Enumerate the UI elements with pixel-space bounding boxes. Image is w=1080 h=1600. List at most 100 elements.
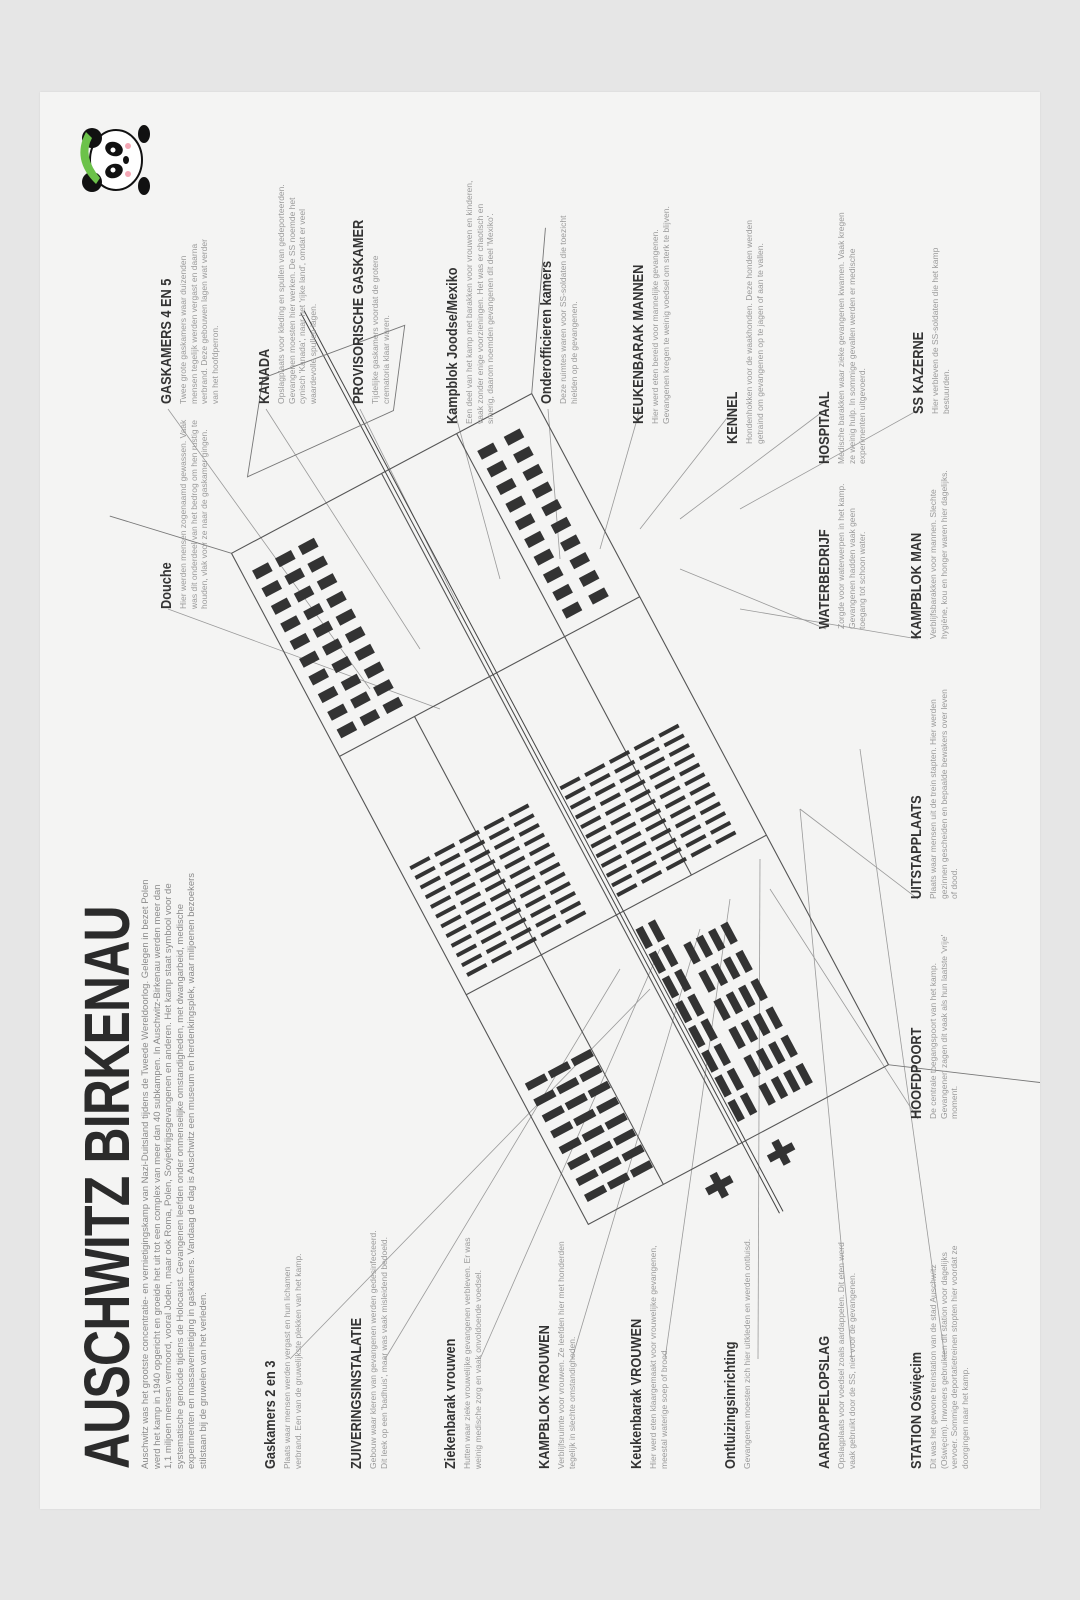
barrack (326, 590, 347, 609)
barrack (674, 814, 697, 829)
barrack (429, 894, 452, 909)
barrack (583, 1184, 608, 1202)
barrack (307, 555, 328, 573)
barrack (640, 870, 663, 884)
barrack (454, 881, 477, 896)
barrack (648, 950, 667, 974)
barrack (558, 1136, 582, 1155)
barrack (541, 499, 562, 517)
barrack (550, 1121, 574, 1139)
barrack (638, 746, 661, 761)
barrack (488, 826, 510, 841)
barrack (569, 795, 592, 810)
callout-text: Medische barakken waar zieke gevangenen … (836, 212, 867, 464)
barrack (605, 863, 628, 878)
barrack (690, 843, 712, 858)
barrack (599, 792, 621, 807)
barrack (303, 602, 324, 621)
barrack (514, 874, 536, 889)
barrack (585, 824, 607, 839)
barrack (518, 822, 540, 837)
barrack (514, 513, 536, 531)
callout-text: Tijdelijke gaskamers voordat de grotere … (370, 255, 391, 404)
barrack (783, 1069, 801, 1093)
callout-waterbedrijf: WATERBEDRIJF Zorgde voor waterwerpen in … (816, 479, 868, 629)
callout-text: Dit was het gewone treinstation van de s… (928, 1245, 970, 1470)
barrack (728, 1026, 746, 1050)
barrack (735, 949, 753, 973)
barrack (373, 679, 394, 697)
barrack (485, 940, 508, 954)
barrack (579, 1064, 603, 1083)
barrack (570, 1048, 594, 1067)
barrack (409, 856, 431, 870)
callout-ss-kazerne: SS KAZERNE Hier verbleven de SS-soldaten… (910, 204, 951, 414)
callout-station-oswiecim: STATION Oświęcim Dit was het gewone trei… (908, 1229, 970, 1470)
barrack (414, 865, 436, 880)
barrack (529, 904, 552, 918)
barrack (515, 936, 537, 951)
leader-line (479, 948, 661, 1360)
barrack (594, 782, 616, 797)
callout-title: HOOFDPOORT (908, 1027, 925, 1119)
panda-logo-icon (80, 125, 150, 195)
barrack (321, 638, 343, 656)
barrack (612, 1128, 637, 1146)
callout-title: ZUIVERINGSINSTALATIE (348, 1317, 365, 1469)
barrack (624, 779, 646, 794)
barrack (556, 1077, 580, 1095)
barrack (708, 928, 726, 952)
crematorium (705, 1175, 734, 1196)
camp-divider (339, 596, 640, 757)
leader-line (571, 928, 701, 1360)
callout-text: Hier verbleven de SS-soldaten die het ka… (930, 247, 951, 414)
barrack (581, 1124, 605, 1143)
barrack (743, 1054, 761, 1078)
barrack (450, 933, 472, 948)
barrack (261, 579, 283, 598)
leader-line (384, 968, 621, 1360)
barrack (645, 818, 667, 832)
barrack (588, 587, 609, 605)
barrack (564, 1092, 588, 1111)
barrack (683, 941, 701, 965)
barrack (688, 1024, 706, 1048)
barrack (713, 1042, 731, 1067)
callout-text: Zorgde voor waterwerpen in het kamp. Gev… (836, 483, 867, 629)
barrack (604, 1112, 628, 1130)
barrack (750, 978, 768, 1002)
callout-kampblok-vrouwen: KAMPBLOK VROUWEN Verblijfsruimte voor vr… (536, 1229, 577, 1469)
barrack (270, 597, 292, 615)
barrack (669, 804, 692, 819)
barrack (539, 861, 561, 876)
barrack (533, 548, 555, 566)
barrack (524, 894, 547, 909)
callout-title: UITSTAPPLAATS (908, 795, 925, 899)
barrack (474, 858, 496, 873)
callout-text: Hier werd eten bereid voor mannelijke ge… (650, 206, 671, 424)
callout-text: Verblijfsruimte voor vrouwen. Ze leefden… (556, 1241, 577, 1469)
callout-title: SS KAZERNE (910, 331, 927, 414)
barrack (435, 904, 457, 919)
callout-text: Gevangenen moesten zich hier uitkleden e… (742, 1238, 752, 1469)
barrack (522, 463, 544, 482)
rail-line (303, 310, 784, 1212)
barrack (444, 862, 466, 877)
barrack (284, 567, 305, 585)
barrack (493, 836, 516, 850)
barrack (382, 696, 404, 715)
barrack (725, 991, 744, 1015)
barrack (630, 850, 652, 865)
barrack (661, 944, 679, 968)
callout-text: Opslagplaats voor voedsel zoals aardappe… (836, 1242, 857, 1469)
barrack (335, 608, 357, 626)
callout-text: Verblijfsbarakken voor mannen. Slechte h… (928, 470, 949, 639)
barrack (459, 891, 482, 906)
barrack (504, 855, 526, 870)
barrack (709, 820, 732, 835)
barrack (440, 914, 462, 929)
callout-title: Gaskamers 2 en 3 (262, 1360, 279, 1469)
callout-text: Plaats waar mensen werden vergast en hun… (282, 1253, 303, 1469)
barrack (569, 552, 591, 570)
callout-title: Ziekenbarak vrouwen (442, 1338, 459, 1469)
